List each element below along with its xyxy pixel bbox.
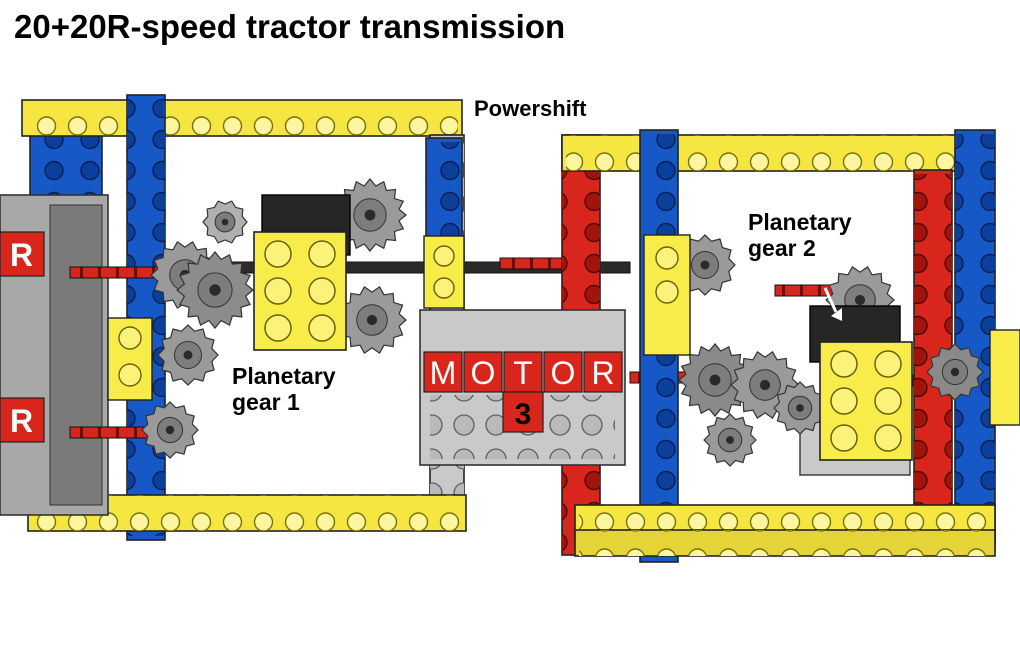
mid-small-yellow-brick: [423, 235, 465, 309]
planetary-1-yellow-brick: [253, 231, 347, 351]
middle-blue-upright: [425, 137, 463, 254]
right-blue-upright-b: [954, 129, 996, 551]
planetary-gear-2-label: Planetary gear 2: [748, 209, 852, 261]
planetary-gear-2-line-2: gear 2: [748, 235, 816, 261]
right-edge-yellow-brick: [989, 329, 1020, 426]
planetary-gear-2-arrow: [823, 287, 842, 321]
planetary-2-gear-g: [773, 381, 827, 435]
planetary-2-yellow-brick: [819, 341, 913, 461]
planetary-1-gear-f: [337, 286, 407, 354]
page-title: 20+20R-speed tractor transmission: [14, 8, 566, 45]
motor-letter-3: O: [551, 355, 576, 391]
motor-letter-tile-0: [423, 351, 463, 393]
reverse-tile-top: [0, 231, 45, 277]
top-yellow-beam-left: [21, 99, 463, 137]
top-yellow-beam-right: [561, 134, 983, 172]
bottom-yellow-beam-right-lower: [574, 529, 996, 557]
planetary-gear-1-line-2: gear 1: [232, 389, 300, 415]
motor-number: 3: [515, 398, 532, 431]
planetary-1-gear-d: [141, 401, 199, 459]
planetary-1-gear-b: [176, 251, 254, 329]
left-motor-housing: RR: [0, 194, 109, 516]
reverse-tile-bottom: [0, 397, 45, 443]
reverse-mark-top: R: [10, 237, 33, 273]
planetary-2-gear-d: [703, 413, 757, 467]
planetary-gear-1-line-1: Planetary: [232, 363, 336, 389]
motor-letter-tile-1: [463, 351, 503, 393]
left-small-yellow-brick: [107, 317, 153, 401]
motor-letter-4: R: [591, 355, 614, 391]
motor-letter-tile-3: [543, 351, 583, 393]
planetary-gear-1-label: Planetary gear 1: [232, 363, 336, 415]
planetary-1-gear-g: [202, 200, 248, 244]
powershift-label: Powershift: [474, 96, 587, 121]
motor-number-tile: [502, 391, 544, 433]
motor-letter-1: O: [471, 355, 496, 391]
motor-letter-2: T: [513, 355, 533, 391]
motor-letter-tile-4: [583, 351, 623, 393]
planetary-1-gear-e: [333, 178, 407, 252]
reverse-mark-bottom: R: [10, 403, 33, 439]
planetary-gear-2-line-1: Planetary: [748, 209, 852, 235]
planetary-2-gear-b: [678, 343, 752, 417]
planetary-2-gear-f: [926, 343, 984, 401]
planetary-1-gear-c: [157, 324, 219, 386]
planetary-2-left-yellow-brick: [643, 234, 691, 356]
motor-letter-0: M: [430, 355, 457, 391]
